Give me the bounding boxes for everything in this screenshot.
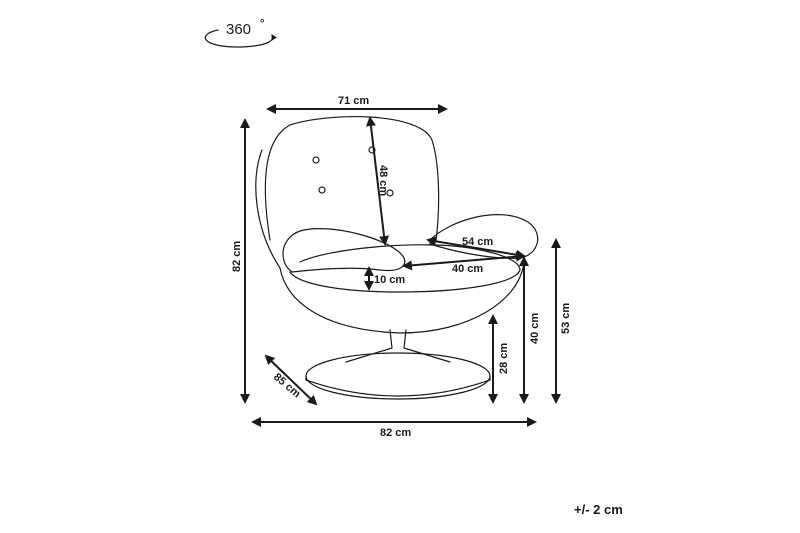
dim-label-base-to-seat: 28 cm	[498, 343, 510, 374]
dim-label-cushion-height: 10 cm	[374, 274, 405, 286]
chair-base-edge	[305, 375, 491, 397]
chair-shell	[279, 261, 525, 334]
dim-label-seat-height: 40 cm	[529, 313, 541, 344]
rotation-indicator: 360 °	[204, 18, 277, 48]
chair-stem	[345, 329, 451, 363]
dim-label-backrest-height: 48 cm	[377, 165, 389, 196]
tuft-button	[318, 186, 326, 194]
chair-outer-back	[255, 149, 281, 269]
dim-label-top-width: 71 cm	[338, 95, 369, 107]
dim-label-total-width: 82 cm	[380, 427, 411, 439]
dim-label-armrest-height: 53 cm	[560, 303, 572, 334]
tolerance-note: +/- 2 cm	[574, 502, 623, 517]
rotation-label: 360	[226, 21, 251, 38]
chair-base	[305, 352, 491, 400]
tuft-button	[312, 156, 320, 164]
dim-label-total-height: 82 cm	[231, 241, 243, 272]
dimension-lines: 71 cm 48 cm 54 cm 40 cm 10 cm 82 cm 85 c…	[231, 95, 572, 439]
rotation-unit: °	[260, 18, 264, 30]
chair-backrest	[264, 116, 440, 241]
dim-line-base-diameter	[264, 354, 318, 406]
dim-label-seat-depth: 54 cm	[462, 236, 493, 248]
dim-line-backrest-height	[365, 116, 390, 246]
dim-label-seat-width: 40 cm	[452, 263, 483, 275]
rotation-arrow-icon	[204, 29, 277, 48]
dim-line-seat-width	[402, 251, 526, 271]
